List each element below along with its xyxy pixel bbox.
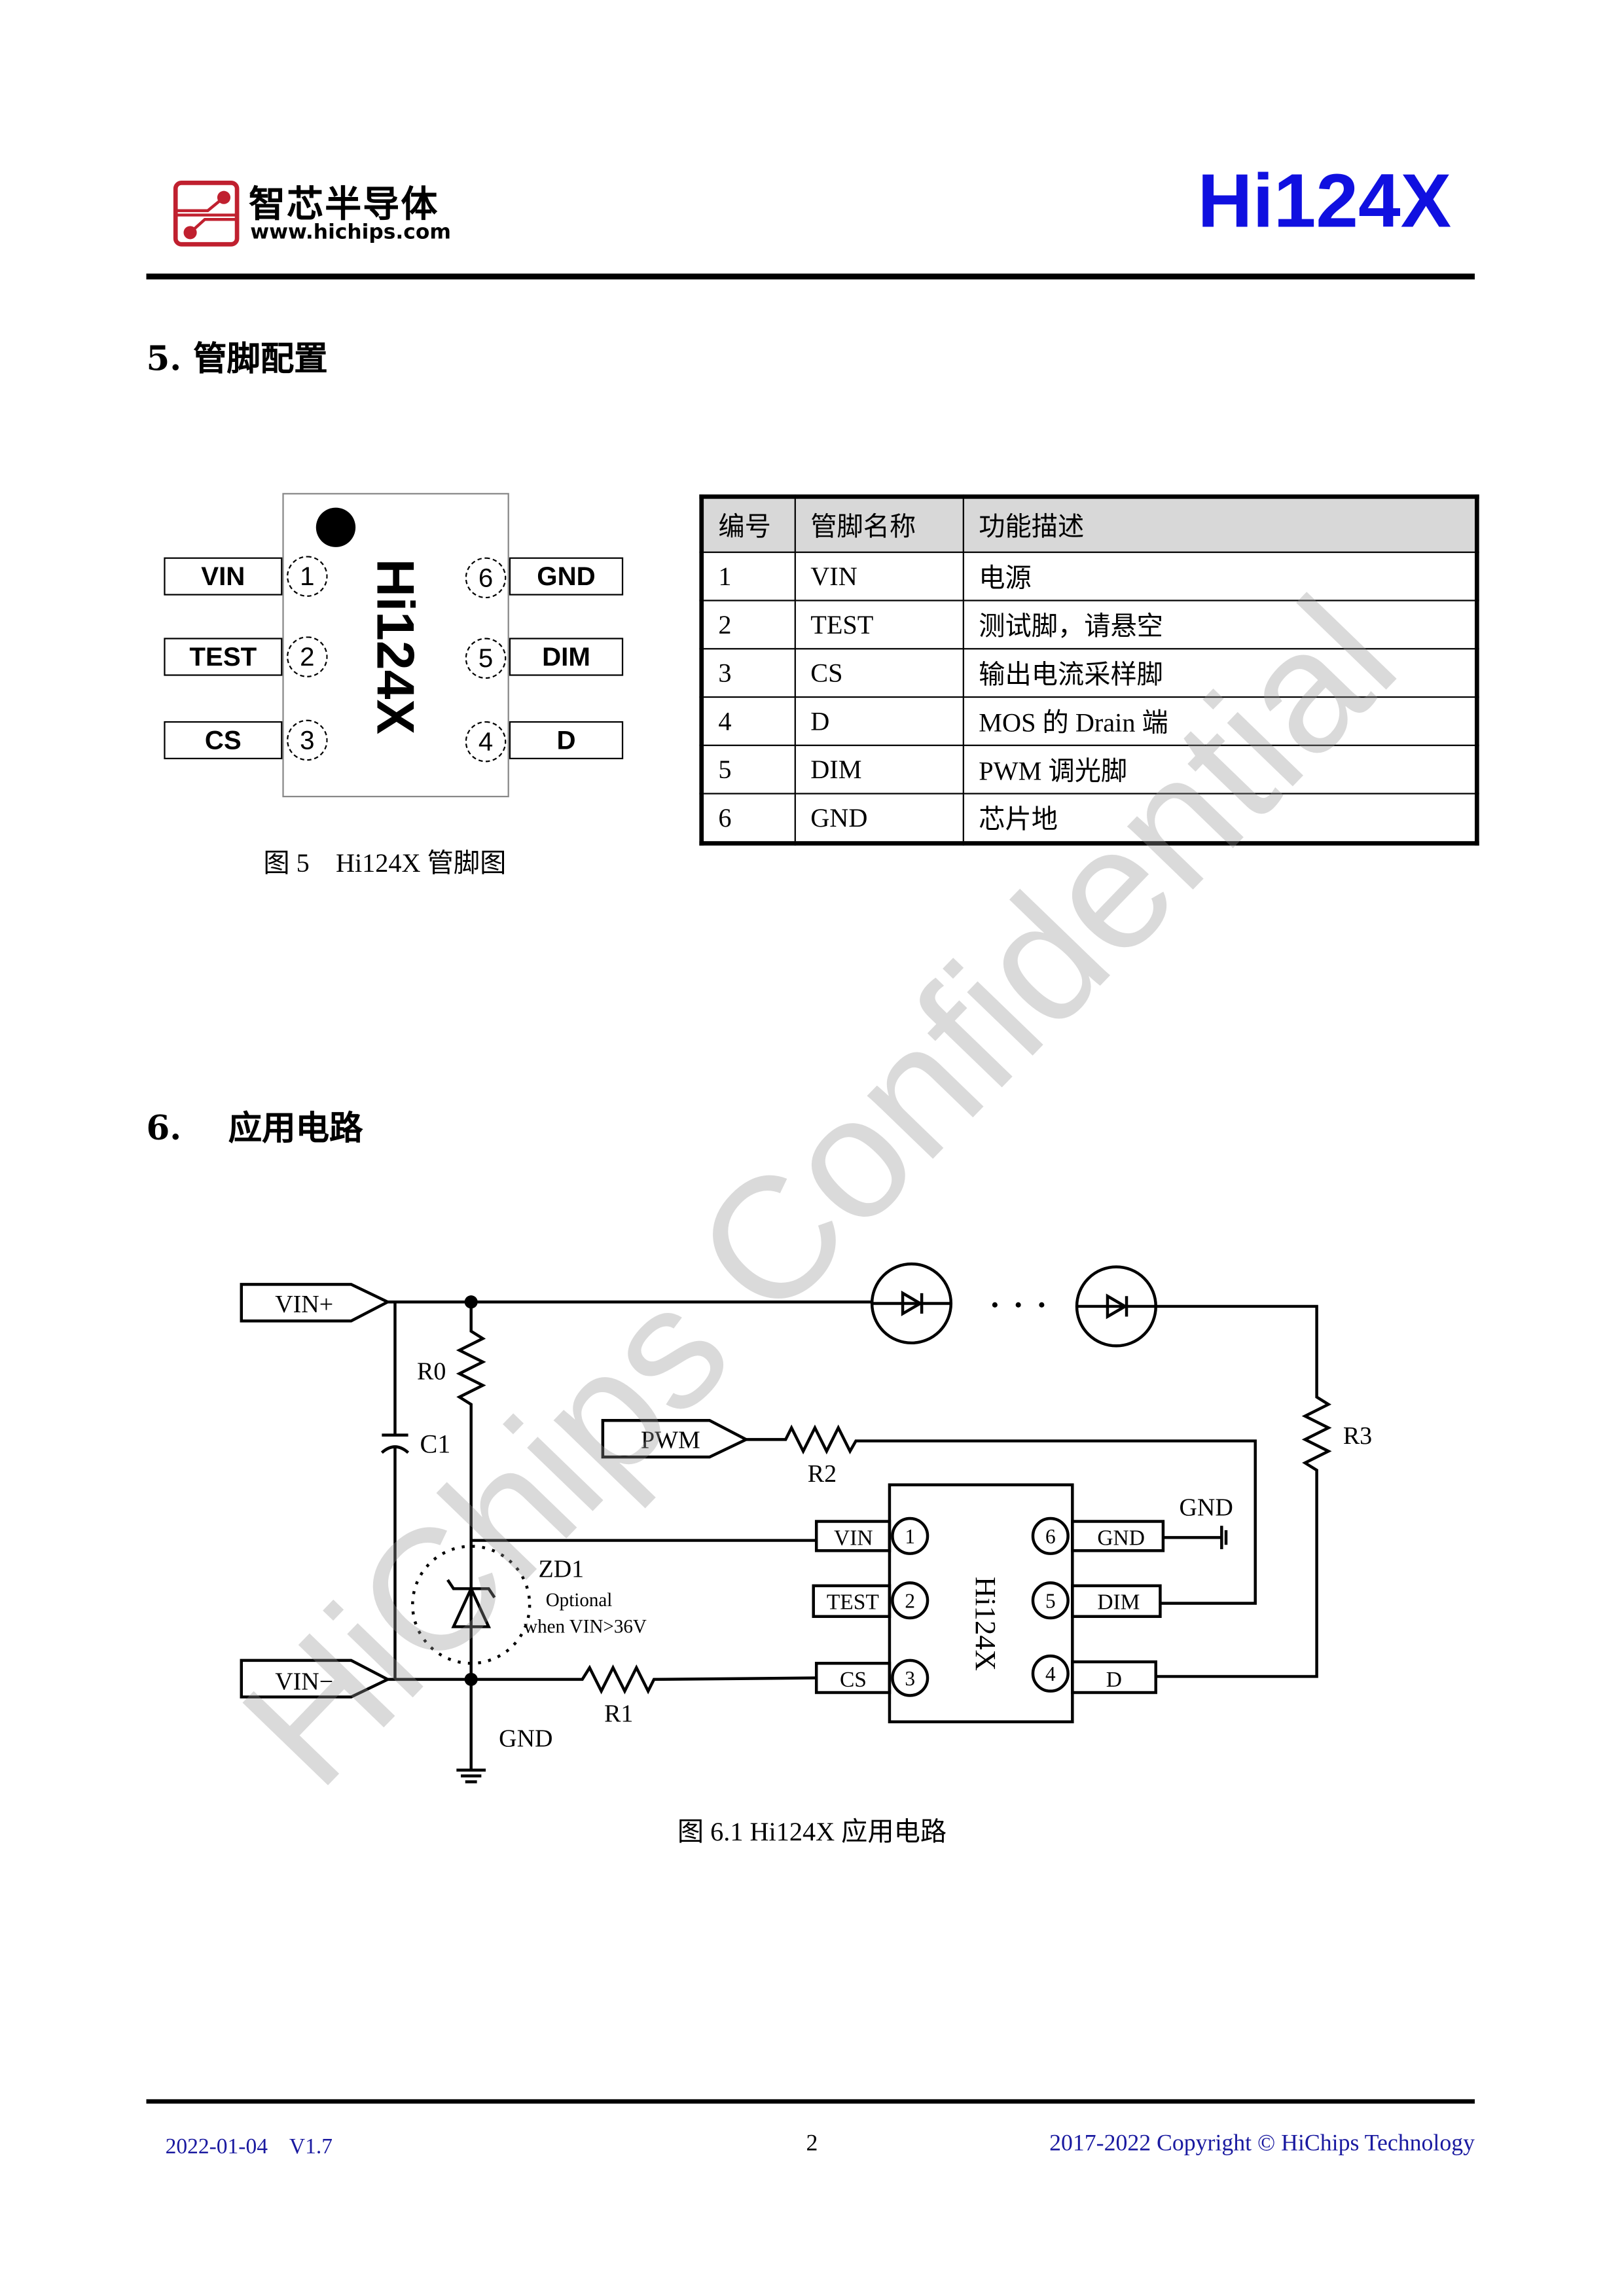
zener-diode-icon bbox=[451, 1585, 492, 1628]
zd1-optional-outline bbox=[411, 1545, 532, 1665]
zd1-label: ZD1 bbox=[539, 1555, 585, 1583]
cell-function: 芯片地 bbox=[962, 793, 1478, 844]
zd1-note-optional: Optional bbox=[546, 1590, 613, 1611]
section-6-heading: 6. 应用电路 bbox=[146, 1109, 363, 1149]
logo-website: www.hichips.com bbox=[250, 221, 451, 245]
vin-plus-label: VIN+ bbox=[275, 1291, 333, 1318]
pin-number-5: 5 bbox=[465, 637, 507, 679]
ic-pin-number-2: 2 bbox=[905, 1589, 915, 1612]
footer-date-version: 2022-01-04 V1.7 bbox=[165, 2136, 333, 2160]
cell-function: PWM 调光脚 bbox=[962, 744, 1478, 795]
pin-number-4: 4 bbox=[465, 721, 507, 762]
figure-6-1-caption: 图 6.1 Hi124X 应用电路 bbox=[677, 1816, 947, 1846]
ic-pin-vin: VIN bbox=[834, 1526, 873, 1550]
ic-pin-number-1: 1 bbox=[905, 1525, 915, 1548]
r0-resistor bbox=[456, 1302, 486, 1770]
gnd-label-left: GND bbox=[499, 1725, 552, 1753]
company-logo bbox=[173, 180, 240, 255]
pin-label-cs: CS bbox=[164, 721, 283, 760]
footer-copyright: 2017-2022 Copyright © HiChips Technology bbox=[1049, 2131, 1475, 2157]
cell-number: 1 bbox=[700, 551, 796, 601]
cell-number: 5 bbox=[700, 744, 796, 795]
cell-number: 4 bbox=[700, 696, 796, 746]
cell-pin-name: DIM bbox=[794, 744, 964, 795]
pin-label-dim: DIM bbox=[509, 637, 624, 676]
zd1-note-condition: when VIN>36V bbox=[524, 1616, 647, 1637]
ic-pin-number-6: 6 bbox=[1045, 1525, 1056, 1548]
column-header-pin-name: 管脚名称 bbox=[794, 495, 964, 553]
header-divider bbox=[146, 273, 1475, 279]
pin-label-vin: VIN bbox=[164, 557, 283, 596]
ic-pin-dim: DIM bbox=[1097, 1590, 1140, 1615]
r1-label: R1 bbox=[604, 1700, 633, 1728]
pin-label-gnd: GND bbox=[509, 557, 624, 596]
vin-plus-terminal bbox=[240, 1283, 391, 1323]
pin-label-d: D bbox=[509, 721, 624, 760]
r1-resistor bbox=[388, 1664, 817, 1695]
r3-resistor bbox=[1155, 1304, 1332, 1678]
cell-number: 2 bbox=[700, 600, 796, 650]
r3-label: R3 bbox=[1343, 1422, 1372, 1450]
pin-number-3: 3 bbox=[287, 719, 328, 761]
product-title: Hi124X bbox=[1197, 159, 1452, 245]
r2-label: R2 bbox=[808, 1460, 837, 1488]
chip-body bbox=[282, 493, 509, 798]
ic-pin-number-3: 3 bbox=[905, 1667, 915, 1690]
cell-function: 电源 bbox=[962, 551, 1478, 601]
footer-divider bbox=[146, 2099, 1475, 2104]
cell-pin-name: CS bbox=[794, 648, 964, 698]
pin-number-1: 1 bbox=[287, 556, 328, 597]
page-number: 2 bbox=[806, 2131, 818, 2157]
cell-pin-name: TEST bbox=[794, 600, 964, 650]
ic-chip-label: Hi124X bbox=[969, 1577, 1002, 1671]
pin-label-test: TEST bbox=[164, 637, 283, 676]
r2-resistor bbox=[746, 1424, 1257, 1605]
logo-company-name: 智芯半导体 bbox=[248, 183, 439, 226]
gnd-label-right: GND bbox=[1179, 1494, 1233, 1522]
pin-number-6: 6 bbox=[465, 557, 507, 599]
vin-minus-terminal bbox=[240, 1659, 391, 1698]
cell-function: MOS 的 Drain 端 bbox=[962, 696, 1478, 746]
pwm-label: PWM bbox=[641, 1427, 700, 1454]
cell-pin-name: GND bbox=[794, 793, 964, 844]
logo-icon bbox=[173, 181, 240, 247]
ic-pin-d: D bbox=[1106, 1668, 1122, 1692]
cell-function: 输出电流采样脚 bbox=[962, 648, 1478, 698]
r0-label: R0 bbox=[417, 1358, 446, 1386]
table-header-row: 编号 管脚名称 功能描述 bbox=[700, 495, 1478, 553]
ic-pin-number-5: 5 bbox=[1045, 1589, 1056, 1612]
cell-number: 3 bbox=[700, 648, 796, 698]
ic-pin-test: TEST bbox=[827, 1590, 879, 1615]
ic-pin-number-4: 4 bbox=[1045, 1662, 1056, 1685]
c1-label: C1 bbox=[420, 1429, 450, 1458]
column-header-number: 编号 bbox=[700, 495, 796, 553]
section-5-heading: 5. 管脚配置 bbox=[146, 339, 328, 379]
cell-number: 6 bbox=[700, 793, 796, 844]
vin-minus-label: VIN− bbox=[275, 1668, 333, 1696]
pin-number-2: 2 bbox=[287, 636, 328, 677]
pin1-marker-dot bbox=[316, 507, 356, 547]
cell-pin-name: D bbox=[794, 696, 964, 746]
ic-pin-gnd: GND bbox=[1097, 1526, 1145, 1550]
column-header-function: 功能描述 bbox=[962, 495, 1478, 553]
ic-pin-cs: CS bbox=[840, 1668, 867, 1692]
cell-function: 测试脚，请悬空 bbox=[962, 600, 1478, 650]
cell-pin-name: VIN bbox=[794, 551, 964, 601]
figure-5-caption: 图 5 Hi124X 管脚图 bbox=[263, 848, 507, 878]
pwm-terminal bbox=[601, 1419, 749, 1459]
